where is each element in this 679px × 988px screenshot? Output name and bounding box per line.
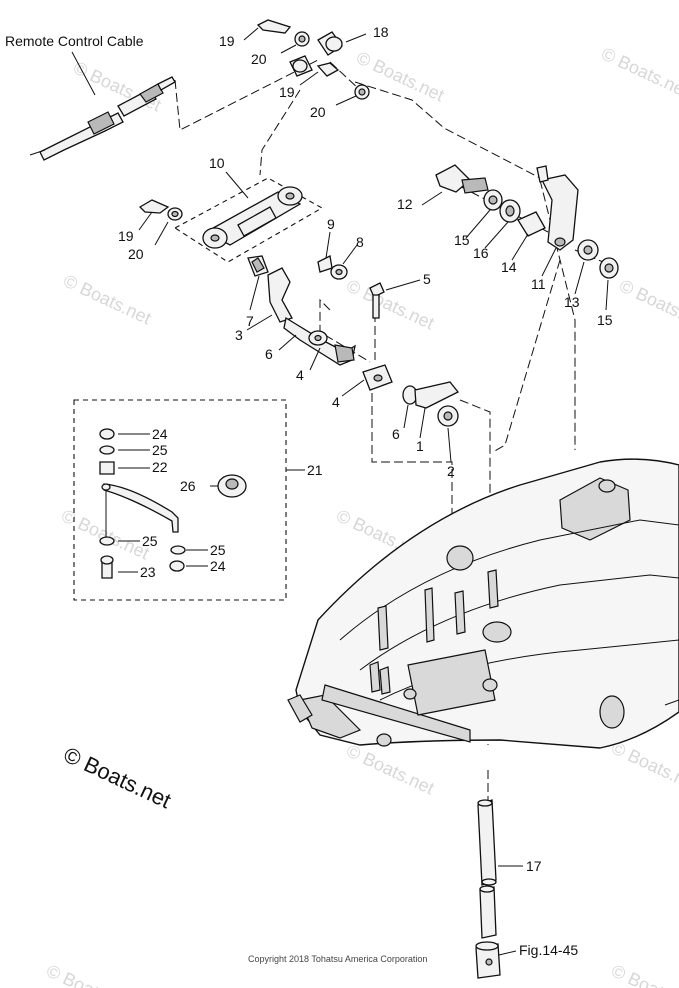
cable-leader-line xyxy=(71,51,96,96)
nut-24-top xyxy=(99,428,115,440)
callout-21: 21 xyxy=(307,462,323,478)
callout-25: 25 xyxy=(142,533,158,549)
leader-lines xyxy=(118,27,609,956)
watermark-9: © Boats.net xyxy=(343,740,437,798)
watermark-10: © Boats.net xyxy=(608,737,679,795)
remote-control-cable xyxy=(29,51,176,161)
watermark-1: © Boats.net xyxy=(70,57,164,115)
callout-10: 10 xyxy=(209,155,225,171)
callout-22: 22 xyxy=(152,459,168,475)
lower-cowling-case xyxy=(287,458,679,749)
callout-5: 5 xyxy=(423,271,431,287)
case-top-boss xyxy=(559,477,631,541)
callout-12: 12 xyxy=(397,196,413,212)
callout-9: 9 xyxy=(327,216,335,232)
bushing-22 xyxy=(99,461,115,475)
callout-24: 24 xyxy=(152,426,168,442)
callout-6: 6 xyxy=(265,346,273,362)
boats-net-watermark: © Boats.net xyxy=(60,742,175,813)
copyright-notice: Copyright 2018 Tohatsu America Corporati… xyxy=(248,954,427,964)
callout-25: 25 xyxy=(152,442,168,458)
watermark-3: © Boats.net xyxy=(598,43,679,101)
nut-24-right xyxy=(169,560,185,572)
callout-8: 8 xyxy=(356,234,364,250)
callout-16: 16 xyxy=(473,245,489,261)
watermark-11: © Boats.net xyxy=(43,960,137,988)
shaft-17 xyxy=(475,799,501,979)
watermark-12: © Boats.net xyxy=(608,960,679,988)
callout-15: 15 xyxy=(454,232,470,248)
washer-25-top xyxy=(99,445,115,455)
callout-25: 25 xyxy=(210,542,226,558)
watermark-4: © Boats.net xyxy=(60,270,154,328)
callout-13: 13 xyxy=(564,294,580,310)
callout-14: 14 xyxy=(501,259,517,275)
callout-26: 26 xyxy=(180,478,196,494)
callout-11: 11 xyxy=(531,276,546,292)
callout-24: 24 xyxy=(210,558,226,574)
figure-reference-label: Fig.14-45 xyxy=(519,942,578,958)
right-lever-assembly xyxy=(435,164,619,279)
callout-numbers: 19 20 18 19 20 10 12 19 20 9 8 5 15 16 1… xyxy=(118,24,613,874)
watermark-8: © Boats.net xyxy=(58,505,152,563)
watermark-6: © Boats.net xyxy=(616,275,679,333)
callout-2: 2 xyxy=(447,463,455,479)
callout-17: 17 xyxy=(526,858,542,874)
callout-20: 20 xyxy=(310,104,326,120)
callout-4: 4 xyxy=(332,394,340,410)
kit-21-box xyxy=(73,399,305,601)
connector-assembly-10 xyxy=(138,186,303,249)
callout-1: 1 xyxy=(416,438,424,454)
top-linkage-parts xyxy=(256,19,370,100)
washer-25-right xyxy=(170,545,186,555)
callout-6: 6 xyxy=(392,426,400,442)
callout-23: 23 xyxy=(140,564,156,580)
callout-19: 19 xyxy=(279,84,295,100)
washer-25-bottom xyxy=(99,536,115,546)
remote-control-cable-label: Remote Control Cable xyxy=(5,33,144,49)
callout-19: 19 xyxy=(219,33,235,49)
callout-15: 15 xyxy=(597,312,613,328)
callout-7: 7 xyxy=(246,313,254,329)
callout-18: 18 xyxy=(373,24,389,40)
central-linkage xyxy=(247,255,460,427)
control-rod xyxy=(103,483,179,533)
callout-19: 19 xyxy=(118,228,134,244)
callout-20: 20 xyxy=(251,51,267,67)
callout-20: 20 xyxy=(128,246,144,262)
callout-4: 4 xyxy=(296,367,304,383)
callout-3: 3 xyxy=(235,327,243,343)
